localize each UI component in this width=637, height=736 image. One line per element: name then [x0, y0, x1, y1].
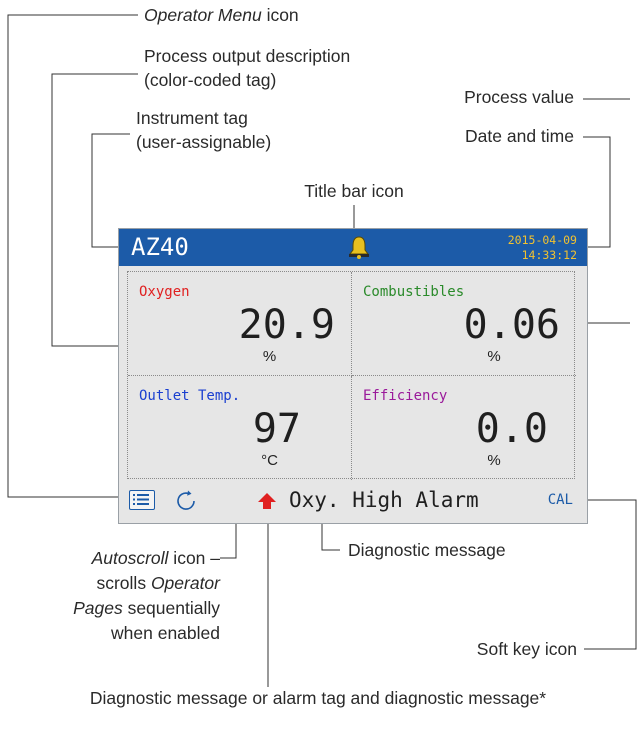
process-unit: % — [487, 348, 501, 365]
diagnostic-message: Oxy. High Alarm — [289, 488, 479, 512]
callout-autoscroll: Autoscroll icon – scrolls Operator Pages… — [14, 546, 220, 646]
time-text: 14:33:12 — [521, 248, 577, 262]
date-time: 2015-04-09 14:33:12 — [508, 233, 577, 263]
callout-diagnostic-message: Diagnostic message — [348, 540, 506, 560]
callout-autoscroll-line2b: Operator — [150, 573, 220, 593]
process-output-tag: Oxygen — [139, 284, 190, 300]
callout-autoscroll-line2a: scrolls — [96, 573, 151, 593]
callout-autoscroll-rest: icon – — [168, 548, 220, 568]
callout-soft-key-icon: Soft key icon — [476, 639, 577, 659]
soft-key-icon[interactable]: CAL — [547, 492, 573, 508]
status-bar: Oxy. High Alarm CAL — [119, 481, 587, 523]
callout-autoscroll-line3a: Pages — [73, 598, 123, 618]
callout-instrument-tag: Instrument tag (user-assignable) — [136, 106, 271, 154]
process-unit: % — [262, 348, 277, 365]
callout-instrument-tag-line1: Instrument tag — [136, 108, 248, 128]
callout-bottom-note: Diagnostic message or alarm tag and diag… — [89, 688, 547, 708]
callout-autoscroll-em: Autoscroll — [91, 548, 169, 568]
autoscroll-icon[interactable] — [174, 489, 198, 513]
callout-process-value: Process value — [464, 87, 574, 107]
callout-autoscroll-line3b: sequentially — [122, 598, 220, 618]
date-text: 2015-04-09 — [507, 233, 577, 247]
instrument-screen: AZ40 2015-04-09 14:33:12 Oxygen 20.9 % C… — [118, 228, 588, 524]
process-cell-efficiency[interactable]: Efficiency 0.0 % — [352, 376, 576, 480]
callout-operator-menu-rest: icon — [261, 5, 299, 25]
callout-operator-menu-em: Operator Menu — [144, 5, 262, 25]
callout-process-output-line1: Process output description — [144, 46, 351, 66]
process-output-tag: Combustibles — [363, 284, 465, 300]
process-value: 97 — [252, 406, 301, 452]
process-value: 20.9 — [238, 302, 335, 348]
callout-process-output-line2: (color-coded tag) — [144, 70, 277, 90]
process-output-tag: Efficiency — [363, 388, 448, 404]
callout-date-time: Date and time — [465, 126, 574, 146]
callout-title-bar-icon: Title bar icon — [304, 181, 404, 201]
instrument-tag: AZ40 — [131, 233, 189, 261]
callout-instrument-tag-line2: (user-assignable) — [136, 132, 272, 152]
process-value: 0.06 — [463, 302, 560, 348]
bell-alarm-icon — [347, 235, 371, 259]
process-output-tag: Outlet Temp. — [139, 388, 241, 404]
process-value-grid: Oxygen 20.9 % Combustibles 0.06 % Outlet… — [127, 271, 576, 480]
callout-operator-menu: Operator Menu icon — [144, 3, 299, 27]
process-unit: % — [487, 452, 501, 469]
alarm-up-arrow-icon — [258, 493, 276, 509]
list-icon — [133, 494, 149, 505]
callout-process-output: Process output description (color-coded … — [144, 44, 350, 92]
operator-menu-icon[interactable] — [129, 490, 155, 510]
process-cell-outlet-temp[interactable]: Outlet Temp. 97 °C — [128, 376, 352, 480]
process-unit: °C — [261, 452, 278, 469]
callout-autoscroll-line4: when enabled — [111, 623, 220, 643]
title-bar: AZ40 2015-04-09 14:33:12 — [119, 229, 587, 266]
process-cell-oxygen[interactable]: Oxygen 20.9 % — [128, 272, 352, 376]
process-value: 0.0 — [475, 406, 548, 452]
process-cell-combustibles[interactable]: Combustibles 0.06 % — [352, 272, 576, 376]
